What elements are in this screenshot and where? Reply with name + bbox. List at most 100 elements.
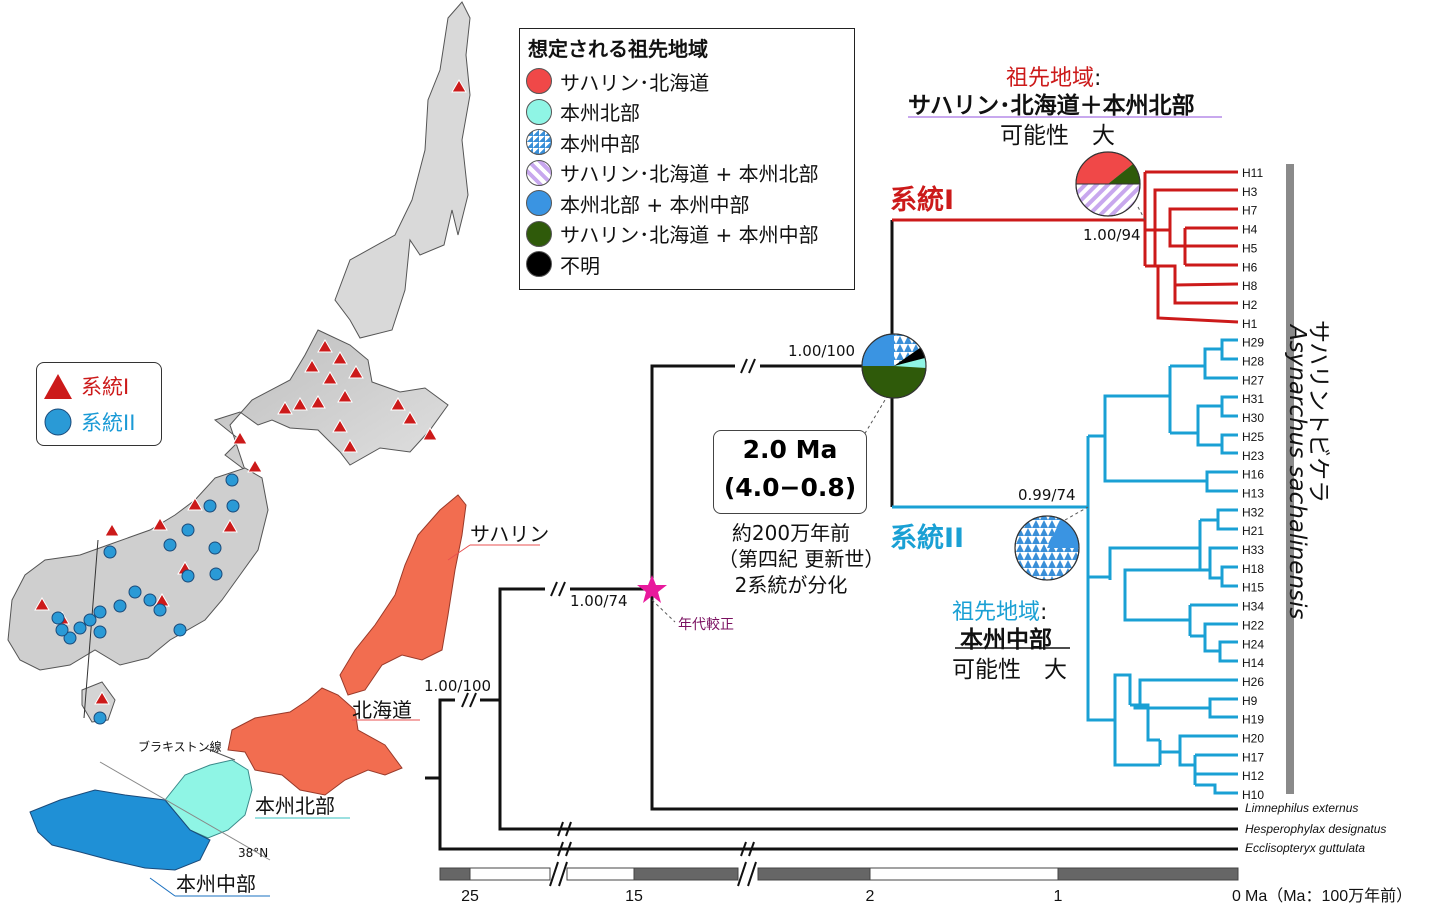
calib-leader [651, 599, 676, 623]
lineage-legend-2-label: 系統II [81, 411, 136, 435]
tip-label: H24 [1242, 637, 1264, 651]
legend-item: 本州北部 + 本州中部 [526, 189, 749, 217]
legend-title: 想定される祖先地域 [528, 37, 708, 61]
legend-item-label: サハリン･北海道 + 本州北部 [560, 162, 819, 186]
legend-swatch-icon [526, 251, 552, 277]
tip-label: H17 [1242, 750, 1264, 764]
scale-tick-label: 2 [866, 888, 875, 905]
divergence-line-2: （第四紀 更新世） [718, 547, 885, 571]
calibration-star [637, 575, 667, 603]
tip-label: H9 [1242, 694, 1258, 708]
scale-tick-label: 0 [1232, 888, 1241, 905]
time-scale [439, 861, 1239, 887]
legend-item: サハリン･北海道 + 本州中部 [526, 220, 819, 248]
tip-label: H15 [1242, 581, 1264, 595]
map-label-north-honshu: 本州北部 [255, 794, 335, 818]
ancestral-top-prob: 可能性 大 [1000, 123, 1115, 149]
sakhalin-region [339, 494, 467, 696]
scale-unit-label: Ma（Ma：100万年前） [1245, 887, 1412, 905]
outgroup-label: Ecclisopteryx guttulata [1245, 841, 1365, 855]
lineage2-circles [51, 473, 240, 725]
ancestral-bottom-region: 本州中部 [960, 627, 1052, 653]
sakhalin-leader [447, 544, 471, 561]
honshu-relief [7, 467, 269, 671]
map-leader-line [83, 539, 99, 719]
legend-item-label: 不明 [560, 253, 600, 278]
pie3-leader [1064, 506, 1089, 521]
tip-label: H1 [1242, 317, 1258, 331]
tip-label: H30 [1242, 411, 1264, 425]
legend-item-label: 本州北部 + 本州中部 [560, 192, 750, 217]
support-split: 1.00/100 [788, 342, 856, 360]
lineage1-triangles [34, 79, 467, 705]
lineage-legend: 系統I 系統II [36, 362, 162, 446]
divergence-line-3: 2系統が分化 [734, 573, 848, 597]
scale-tick-label: 25 [461, 888, 479, 905]
hokkaido-relief [213, 329, 449, 472]
support-lineage1: 1.00/94 [1083, 226, 1141, 244]
species-latin-name: Asynarchus sachalinensis [1284, 325, 1310, 620]
legend-swatch-icon [526, 159, 552, 186]
tip-label: H20 [1242, 732, 1264, 746]
lineage2-label: 系統II [890, 523, 965, 554]
tip-label: H11 [1242, 166, 1263, 180]
sakhalin-relief [334, 1, 471, 339]
outgroup-label: Limnephilus externus [1245, 801, 1358, 815]
pie-lineage1 [1075, 151, 1141, 217]
legend-swatch-icon [526, 68, 552, 94]
map-label-central-honshu: 本州中部 [176, 872, 256, 896]
chonshu-leader [149, 877, 176, 897]
lat38-line [99, 761, 271, 861]
tip-label: H6 [1242, 260, 1258, 274]
lineage2-clade [892, 338, 1238, 795]
tip-label: H27 [1242, 373, 1264, 387]
legend-swatch-icon [526, 129, 552, 155]
relief-map [7, 1, 471, 723]
legend-item-label: 本州中部 [560, 131, 640, 156]
circle-icon [44, 408, 72, 436]
map-label-lat38: 38°N [238, 846, 269, 860]
lineage-legend-1-label: 系統I [81, 375, 130, 399]
legend-item-label: サハリン･北海道 [560, 70, 710, 95]
calibration-label: 年代較正 [678, 617, 734, 633]
ancestral-bottom-title: 祖先地域: [952, 600, 1048, 625]
north-honshu-region [164, 759, 253, 839]
map-label-blakiston: ブラキストン線 [138, 740, 222, 754]
tip-labels: H11H3H7H4H5H6H8H2H1H29H28H27H31H30H25H23… [1242, 166, 1264, 802]
date-range: (4.0−0.8) [723, 473, 857, 502]
ancestral-top-region: サハリン･北海道＋本州北部 [908, 93, 1195, 119]
tree-backbone [425, 220, 1238, 851]
pie-split [861, 333, 927, 399]
tip-label: H10 [1242, 788, 1264, 802]
pie-lineage2 [1014, 515, 1080, 581]
support-root: 1.00/100 [424, 677, 492, 695]
legend-item: サハリン･北海道 [526, 67, 709, 95]
legend-item: 本州北部 [526, 98, 640, 126]
legend-swatch-icon [526, 190, 552, 216]
tip-label: H32 [1242, 505, 1264, 519]
divergence-caption: 約200万年前 （第四紀 更新世） 2系統が分化 [718, 520, 885, 598]
legend-item: サハリン･北海道 + 本州北部 [526, 159, 819, 187]
legend-swatch-icon [526, 98, 552, 125]
tip-label: H29 [1242, 336, 1264, 350]
ancestral-bottom-prob: 可能性 大 [952, 657, 1067, 683]
tip-label: H18 [1242, 562, 1264, 576]
tip-label: H21 [1242, 524, 1264, 538]
tip-label: H28 [1242, 355, 1264, 369]
date-main: 2.0 Ma [742, 435, 838, 464]
legend-item-label: サハリン･北海道 + 本州中部 [560, 223, 819, 247]
lineage-legend-row-1: 系統I [43, 371, 129, 401]
legend-item: 不明 [526, 250, 600, 278]
pie1-leader [1137, 206, 1146, 221]
species-bar [1286, 164, 1294, 794]
hokkaido-region [227, 687, 403, 796]
tip-label: H33 [1242, 543, 1264, 557]
scale-tick-label: 15 [625, 888, 643, 905]
tip-label: H12 [1242, 769, 1264, 783]
tip-label: H3 [1242, 185, 1258, 199]
lineage-legend-row-2: 系統II [43, 407, 135, 437]
tip-label: H14 [1242, 656, 1264, 670]
